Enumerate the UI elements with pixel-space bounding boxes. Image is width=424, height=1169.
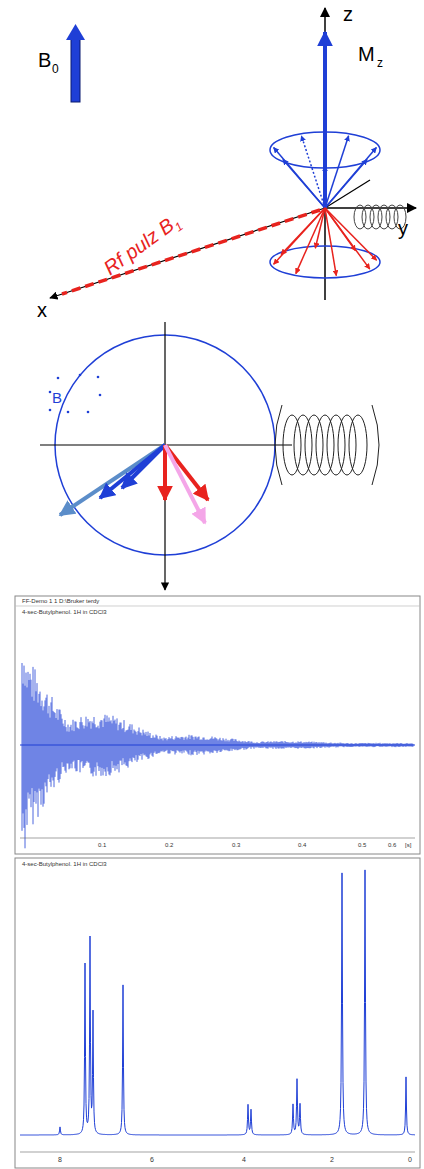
axis-tick: 0.3 (232, 842, 240, 848)
axis-label: z (343, 4, 353, 24)
axis-tick: 0.1 (98, 842, 106, 848)
field-label: B (38, 50, 51, 70)
sample-name: 4-sec-Butylphenol. 1H in CDCl3 (22, 609, 107, 615)
window-title: FF-Demo 1 1 D:\Bruker terdy (22, 598, 99, 604)
axis-label: y (398, 218, 408, 238)
sample-name: 4-sec-Butylphenol. 1H in CDCl3 (22, 861, 107, 867)
axis-tick: 0.6 (388, 842, 396, 848)
axis-tick: 0.4 (298, 842, 306, 848)
axis-tick: 8 (58, 1156, 62, 1163)
axis-tick: 2 (330, 1156, 334, 1163)
axis-tick: 0.2 (165, 842, 173, 848)
axis-label: x (37, 300, 47, 320)
axis-tick: 4 (242, 1156, 246, 1163)
axis-tick: 0 (408, 1156, 412, 1163)
field-label: B (52, 390, 62, 405)
subscript: z (377, 57, 383, 69)
axis-unit: [s] (405, 842, 411, 848)
subscript: 0 (52, 63, 59, 75)
vector-label: M (358, 44, 375, 64)
axis-tick: 0.5 (358, 842, 366, 848)
axis-tick: 6 (150, 1156, 154, 1163)
